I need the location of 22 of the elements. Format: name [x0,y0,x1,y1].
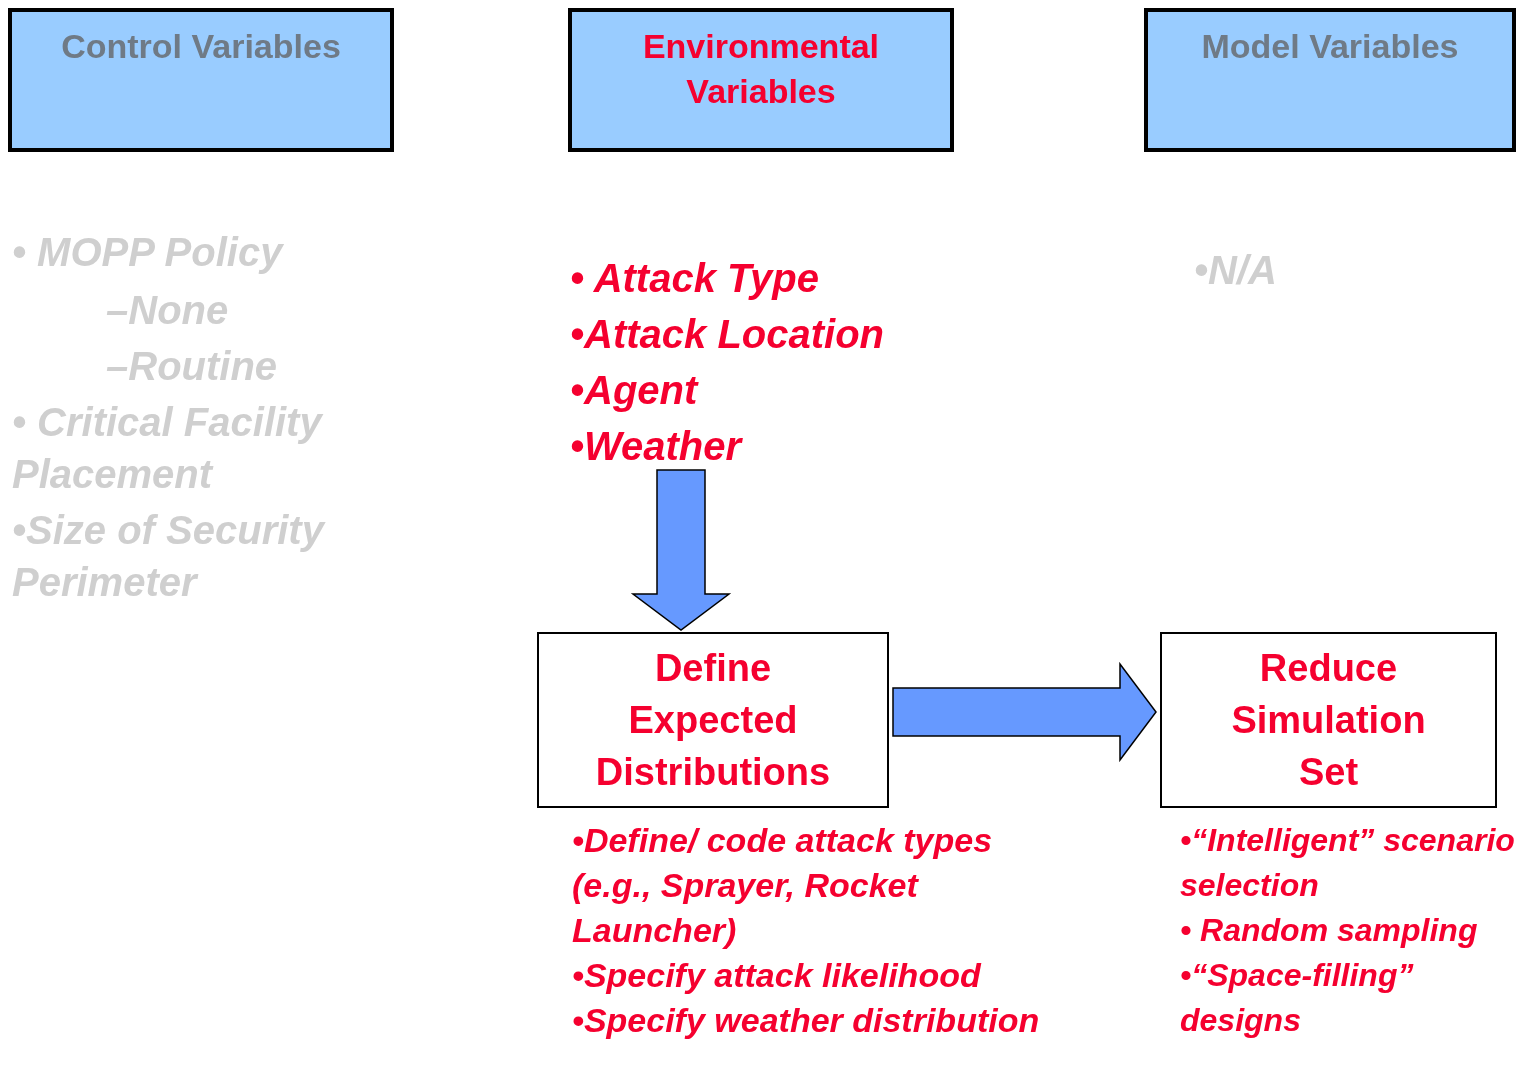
process-box [537,632,889,808]
bullet-note: •Specify weather distribution [572,1000,1041,1041]
header-box [1144,8,1516,152]
list-item: •Agent [570,367,698,414]
list-item: •Weather [570,423,742,470]
box-title: Define Expected Distributions [594,646,832,795]
header-box [8,8,394,152]
bullet-note: •Specify attack likelihood [572,955,983,996]
box-title: Environmental Variables [641,26,881,112]
bullet-note: •“Space-filling” designs [1180,956,1415,1040]
list-item: • Attack Type [570,255,819,302]
box-title: Model Variables [1201,26,1459,67]
bullet-note: • Random sampling [1180,911,1479,950]
box-title: Reduce Simulation Set [1230,646,1427,795]
block-arrow [892,661,1157,763]
box-title: Control Variables [61,26,341,67]
bullet-note: •Define/ code attack types (e.g., Sprayer, Rocket Launcher) [572,820,994,951]
list-item: •Attack Location [570,311,885,358]
block-arrow [630,469,732,631]
bullet-note: •“Intelligent” scenario selection [1180,821,1516,905]
header-box [568,8,954,152]
process-box [1160,632,1497,808]
